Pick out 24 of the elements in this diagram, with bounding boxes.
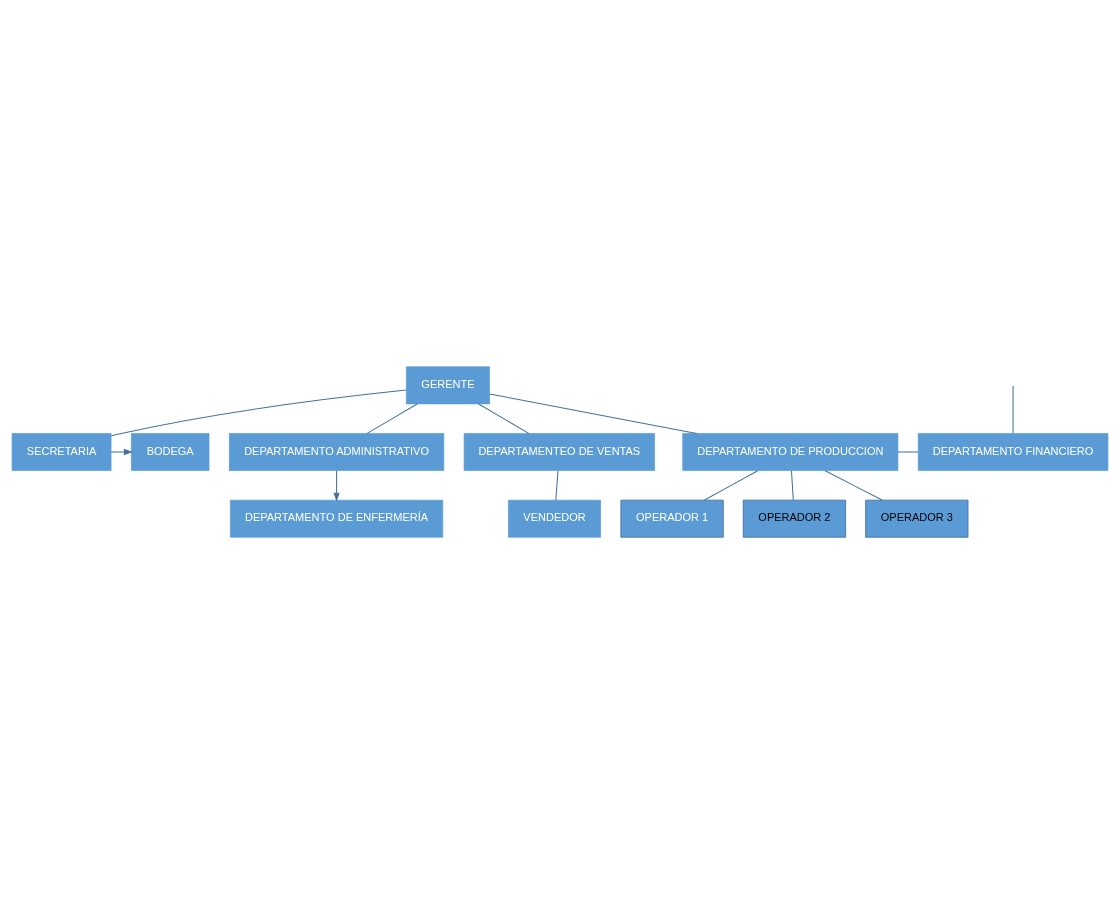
connector — [489, 392, 698, 434]
node-box: DEPARTAMENTEO DE VENTAS — [463, 432, 655, 471]
connector — [1012, 385, 1014, 434]
node-box: OPERADOR 2 — [742, 499, 846, 538]
connector — [366, 403, 418, 434]
node-box: DEPARTAMENTO DE PRODUCCION — [682, 432, 899, 471]
node-box: GERENTE — [406, 365, 490, 404]
node-box: DEPARTAMENTO ADMINISTRATIVO — [228, 432, 445, 471]
node-box: SECRETARIA — [11, 432, 112, 471]
arrow — [110, 448, 133, 455]
node-box: VENDEDOR — [508, 499, 601, 538]
node-box: DEPARTAMENTO FINANCIERO — [917, 432, 1109, 471]
connector — [478, 403, 530, 434]
connector — [704, 469, 759, 501]
node-box: OPERADOR 3 — [865, 499, 969, 538]
arrow — [333, 469, 340, 502]
connector — [897, 451, 919, 452]
node-box: BODEGA — [131, 432, 210, 471]
connector — [555, 469, 559, 501]
connector — [790, 469, 794, 501]
node-box: DEPARTAMENTO DE ENFERMERÍA — [230, 499, 444, 538]
node-box: OPERADOR 1 — [620, 499, 724, 538]
connector — [824, 469, 883, 501]
connector — [110, 389, 407, 436]
